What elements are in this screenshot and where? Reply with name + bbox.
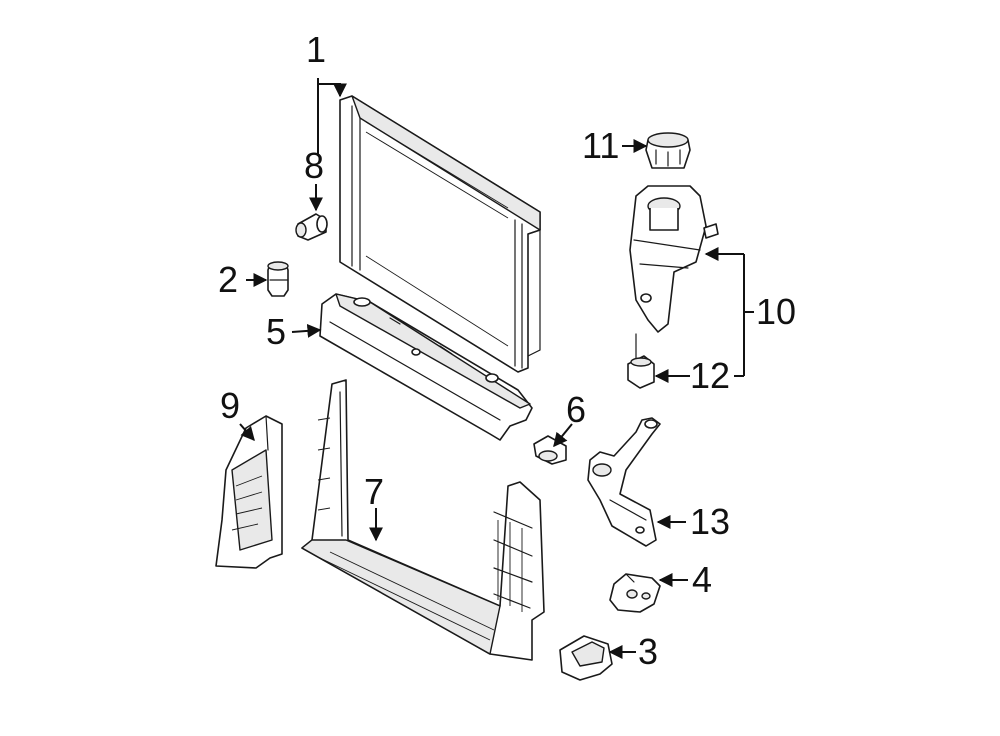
callout-labels: 1 8 2 5 9 7 6 11 10 12 13 4 3 (218, 29, 796, 672)
callout-5: 5 (266, 311, 286, 352)
callout-12: 12 (690, 355, 730, 396)
callout-8: 8 (304, 145, 324, 186)
callout-11: 11 (582, 125, 619, 166)
support-bracket (587, 417, 661, 547)
callout-9: 9 (220, 385, 240, 426)
callout-10: 10 (756, 291, 796, 332)
callout-3: 3 (638, 631, 658, 672)
left-air-duct (215, 415, 283, 569)
radiator (339, 95, 541, 373)
level-sensor (627, 333, 655, 389)
upper-support (319, 293, 533, 441)
lower-shroud (301, 379, 545, 661)
callout-13: 13 (690, 501, 730, 542)
expansion-tank (629, 185, 719, 333)
drain-plug (295, 213, 328, 241)
expansion-tank-cap (645, 132, 691, 169)
callout-2: 2 (218, 259, 238, 300)
guide-bracket (559, 635, 613, 681)
mount-bracket (533, 435, 567, 465)
callout-4: 4 (692, 559, 712, 600)
leader-lines (239, 78, 754, 659)
plug (267, 261, 289, 297)
rubber-mount (609, 573, 661, 613)
callout-7: 7 (364, 471, 384, 512)
callout-6: 6 (566, 389, 586, 430)
callout-1: 1 (306, 29, 326, 70)
